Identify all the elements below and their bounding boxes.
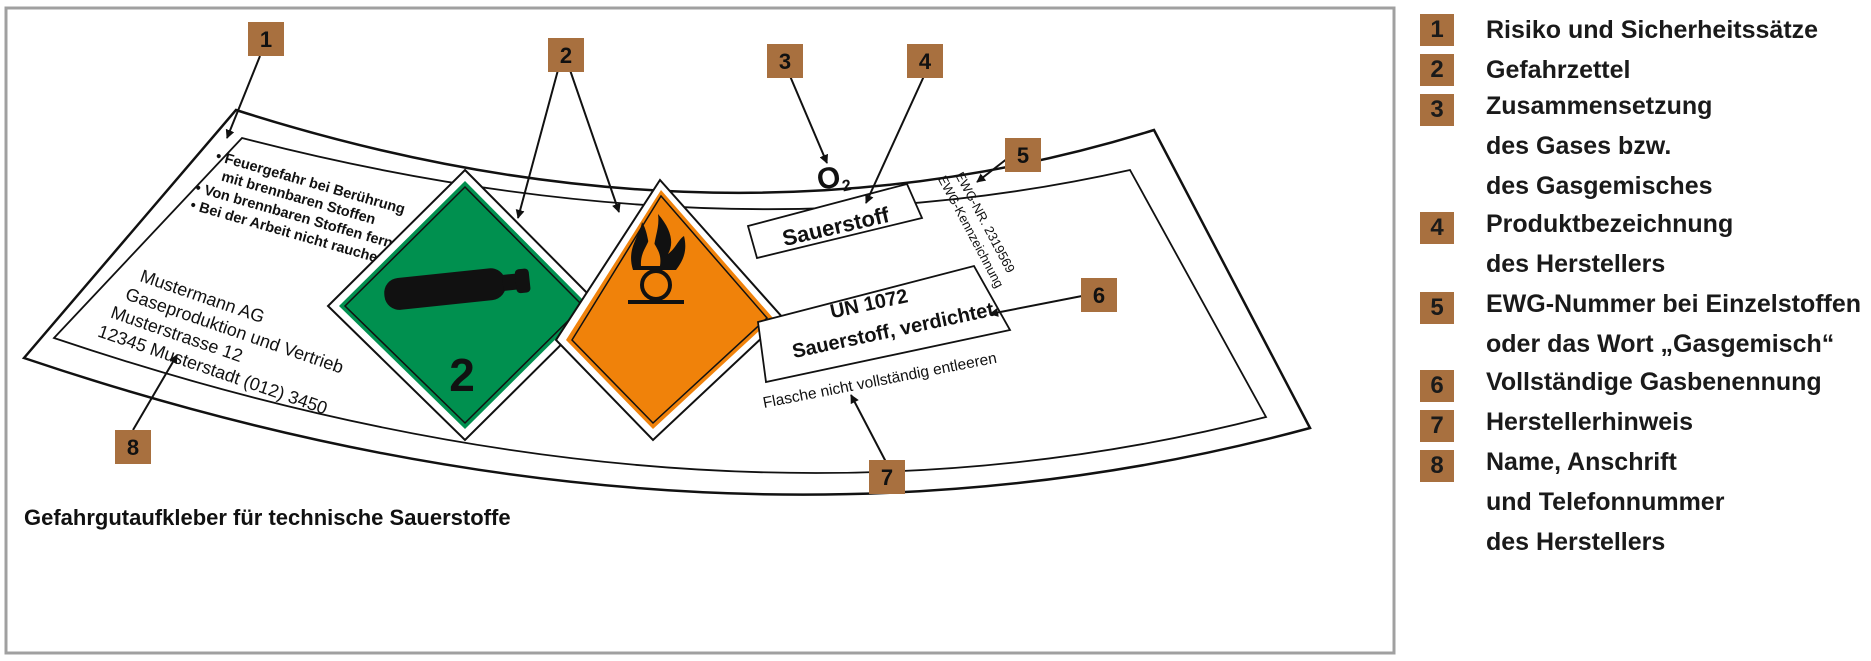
label-inner-outline xyxy=(52,136,1268,474)
legend-line: des Gasgemisches xyxy=(1486,172,1713,200)
legend-number: 7 xyxy=(1420,410,1454,442)
gas-cylinder-icon xyxy=(384,268,531,310)
gas-name-box xyxy=(757,264,1012,384)
legend-number: 8 xyxy=(1420,450,1454,482)
callout-number: 3 xyxy=(779,49,791,74)
callout-number: 7 xyxy=(881,465,893,490)
legend-text: Vollständige Gasbenennung xyxy=(1486,362,1822,402)
class2-hazard-diamond: 2 xyxy=(326,168,602,442)
callout-box-2 xyxy=(548,38,584,72)
callout-box-8 xyxy=(115,430,151,464)
legend-line: EWG-Nummer bei Einzelstoffen xyxy=(1486,290,1862,318)
legend-text: Produktbezeichnung des Herstellers xyxy=(1486,204,1733,284)
legend-number: 4 xyxy=(1420,212,1454,244)
legend-line: oder das Wort „Gasgemisch“ xyxy=(1486,330,1835,358)
legend: 1 Risiko und Sicherheitssätze 2 Gefahrze… xyxy=(1420,0,1865,661)
figure-caption: Gefahrgutaufkleber für technische Sauers… xyxy=(24,505,511,530)
legend-text: Name, Anschrift und Telefonnummer des He… xyxy=(1486,442,1724,562)
legend-number: 5 xyxy=(1420,292,1454,324)
callout-number: 6 xyxy=(1093,283,1105,308)
legend-line: Produktbezeichnung xyxy=(1486,210,1734,238)
legend-line: und Telefonnummer xyxy=(1486,488,1725,516)
callout-box-5 xyxy=(1005,138,1041,172)
legend-line: des Herstellers xyxy=(1486,528,1666,556)
callout-number: 5 xyxy=(1017,143,1029,168)
legend-line: Zusammensetzung xyxy=(1486,92,1713,120)
legend-line: Name, Anschrift xyxy=(1486,448,1677,476)
callout-number: 2 xyxy=(560,43,572,68)
callout-box-1 xyxy=(248,22,284,56)
callout-box-6 xyxy=(1081,278,1117,312)
legend-text: Gefahrzettel xyxy=(1486,46,1630,94)
legend-text: Zusammensetzung des Gases bzw. des Gasge… xyxy=(1486,86,1713,206)
callout-number: 8 xyxy=(127,435,139,460)
leader-lines xyxy=(132,55,1083,463)
legend-number: 6 xyxy=(1420,370,1454,402)
callout-number: 1 xyxy=(260,27,272,52)
legend-line: Gefahrzettel xyxy=(1486,56,1631,84)
oxidizer-hazard-diamond xyxy=(554,178,785,442)
legend-line: Vollständige Gasbenennung xyxy=(1486,368,1822,396)
product-box xyxy=(746,182,924,260)
legend-text: Risiko und Sicherheitssätze xyxy=(1486,6,1818,54)
legend-text: EWG-Nummer bei Einzelstoffen oder das Wo… xyxy=(1486,284,1861,364)
legend-number: 2 xyxy=(1420,54,1454,86)
flame-over-circle-icon xyxy=(628,214,686,304)
legend-number: 3 xyxy=(1420,94,1454,126)
callout-number: 4 xyxy=(919,49,932,74)
legend-line: Risiko und Sicherheitssätze xyxy=(1486,16,1819,44)
callout-box-3 xyxy=(767,44,803,78)
legend-number: 1 xyxy=(1420,14,1454,46)
legend-text: Herstellerhinweis xyxy=(1486,402,1693,442)
class-number: 2 xyxy=(449,349,475,401)
legend-line: des Herstellers xyxy=(1486,250,1666,278)
callout-box-7 xyxy=(869,460,905,494)
callout-box-4 xyxy=(907,44,943,78)
legend-line: des Gases bzw. xyxy=(1486,132,1672,160)
legend-line: Herstellerhinweis xyxy=(1486,408,1694,436)
